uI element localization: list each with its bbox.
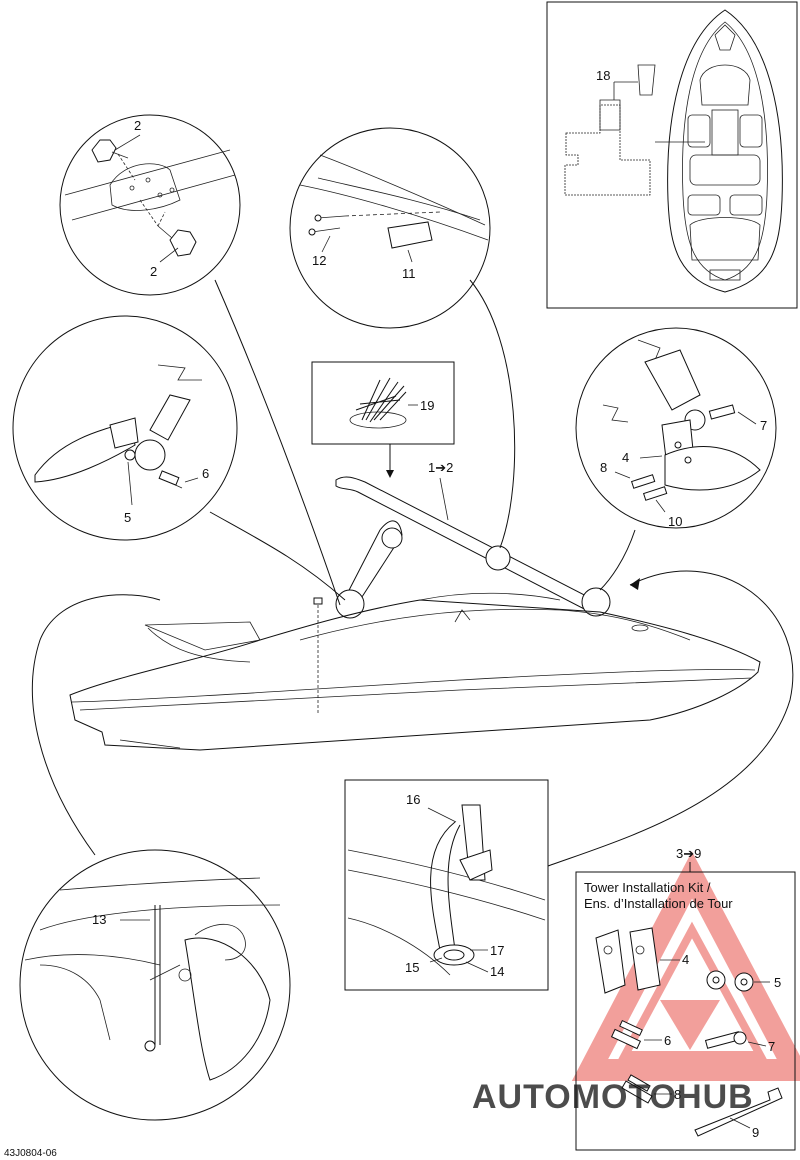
callout-18: 18 xyxy=(596,68,610,83)
callout-6: 6 xyxy=(202,466,209,481)
kit-item-5: 5 xyxy=(774,975,781,990)
detail-left-mount xyxy=(12,315,238,541)
callout-13: 13 xyxy=(92,912,106,927)
callout-10: 10 xyxy=(668,514,682,529)
callout-15: 15 xyxy=(405,960,419,975)
callout-16: 16 xyxy=(406,792,420,807)
callout-8-detail: 8 xyxy=(600,460,607,475)
detail-bracket-screws xyxy=(289,127,491,329)
callout-12: 12 xyxy=(312,253,326,268)
callout-1-2: 1➔2 xyxy=(428,460,453,475)
diagram-part-number: 43J0804-06 xyxy=(4,1148,57,1159)
kit-item-8: 8 xyxy=(674,1087,681,1102)
detail-right-mount xyxy=(575,327,777,529)
kit-parts xyxy=(595,927,783,1137)
callout-2-bottom: 2 xyxy=(150,264,157,279)
tower-installation-kit-panel xyxy=(575,871,796,1151)
kit-item-7: 7 xyxy=(768,1039,775,1054)
kit-title-fr: Ens. d’Installation de Tour xyxy=(584,896,733,911)
bolt-bundle xyxy=(349,377,418,429)
bolt-bundle-panel xyxy=(311,361,455,445)
callout-7-detail: 7 xyxy=(760,418,767,433)
boat-side-view xyxy=(69,592,761,751)
cable-detail xyxy=(347,804,546,976)
boat-top-view xyxy=(564,9,783,293)
tower xyxy=(335,476,611,619)
cable-detail-panel xyxy=(344,779,549,991)
kit-item-6: 6 xyxy=(664,1033,671,1048)
detail-interior-pole xyxy=(19,849,291,1121)
kit-item-9: 9 xyxy=(752,1125,759,1140)
callout-17: 17 xyxy=(490,943,504,958)
kit-title-en: Tower Installation Kit / xyxy=(584,880,711,895)
boat-top-view-panel xyxy=(546,1,798,309)
callout-5: 5 xyxy=(124,510,131,525)
callout-3-9: 3➔9 xyxy=(676,846,701,861)
leader-curves xyxy=(31,279,794,867)
callout-4-detail: 4 xyxy=(622,450,629,465)
watermark-text: AUTOMOTOHUB xyxy=(472,1078,754,1116)
detail-knobs xyxy=(59,114,241,296)
callout-14: 14 xyxy=(490,964,504,979)
callout-2-top: 2 xyxy=(134,118,141,133)
callout-11: 11 xyxy=(402,266,416,281)
kit-item-4: 4 xyxy=(682,952,689,967)
callout-19: 19 xyxy=(420,398,434,413)
